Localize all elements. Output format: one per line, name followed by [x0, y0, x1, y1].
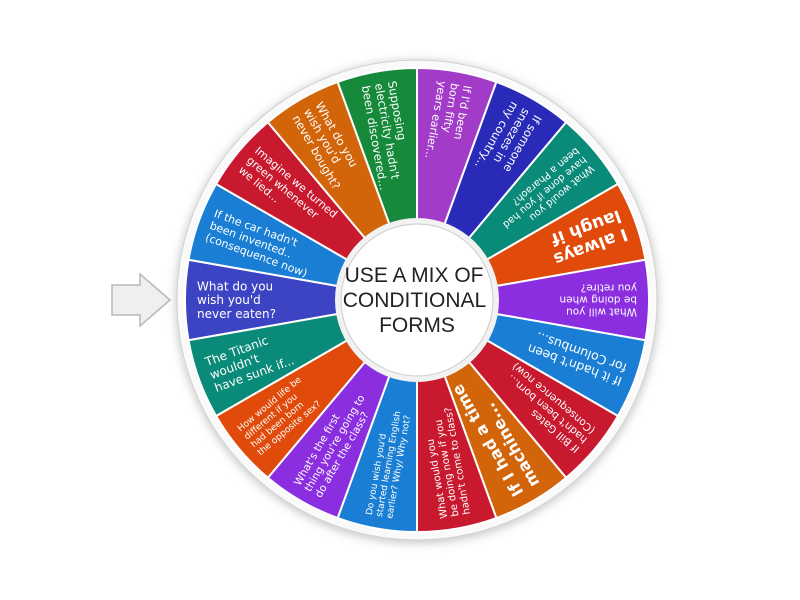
center-title-line: USE A MIX OF [345, 264, 484, 287]
center-title: USE A MIX OF CONDITIONAL FORMS [343, 264, 492, 337]
segment-label-line: be doing when [560, 293, 637, 305]
center-title-line: FORMS [379, 314, 455, 337]
segment-label: I alwayslaugh if [544, 205, 630, 269]
segment-label: What will yoube doing whenyou retire? [560, 281, 637, 317]
center-hub-inner [340, 223, 494, 377]
segment-label-line: you retire? [581, 281, 637, 293]
segment-label-line: What will you [566, 305, 637, 317]
segment-label-line: wish you'd [197, 293, 261, 307]
center-title-line: CONDITIONAL [343, 289, 486, 312]
arrow-right-icon [111, 272, 172, 328]
segment-label-line: What do you [197, 279, 273, 293]
segment-label: Supposingelectricity hadn'tbeen discover… [359, 80, 417, 191]
segment-label-line: never eaten? [197, 307, 276, 321]
